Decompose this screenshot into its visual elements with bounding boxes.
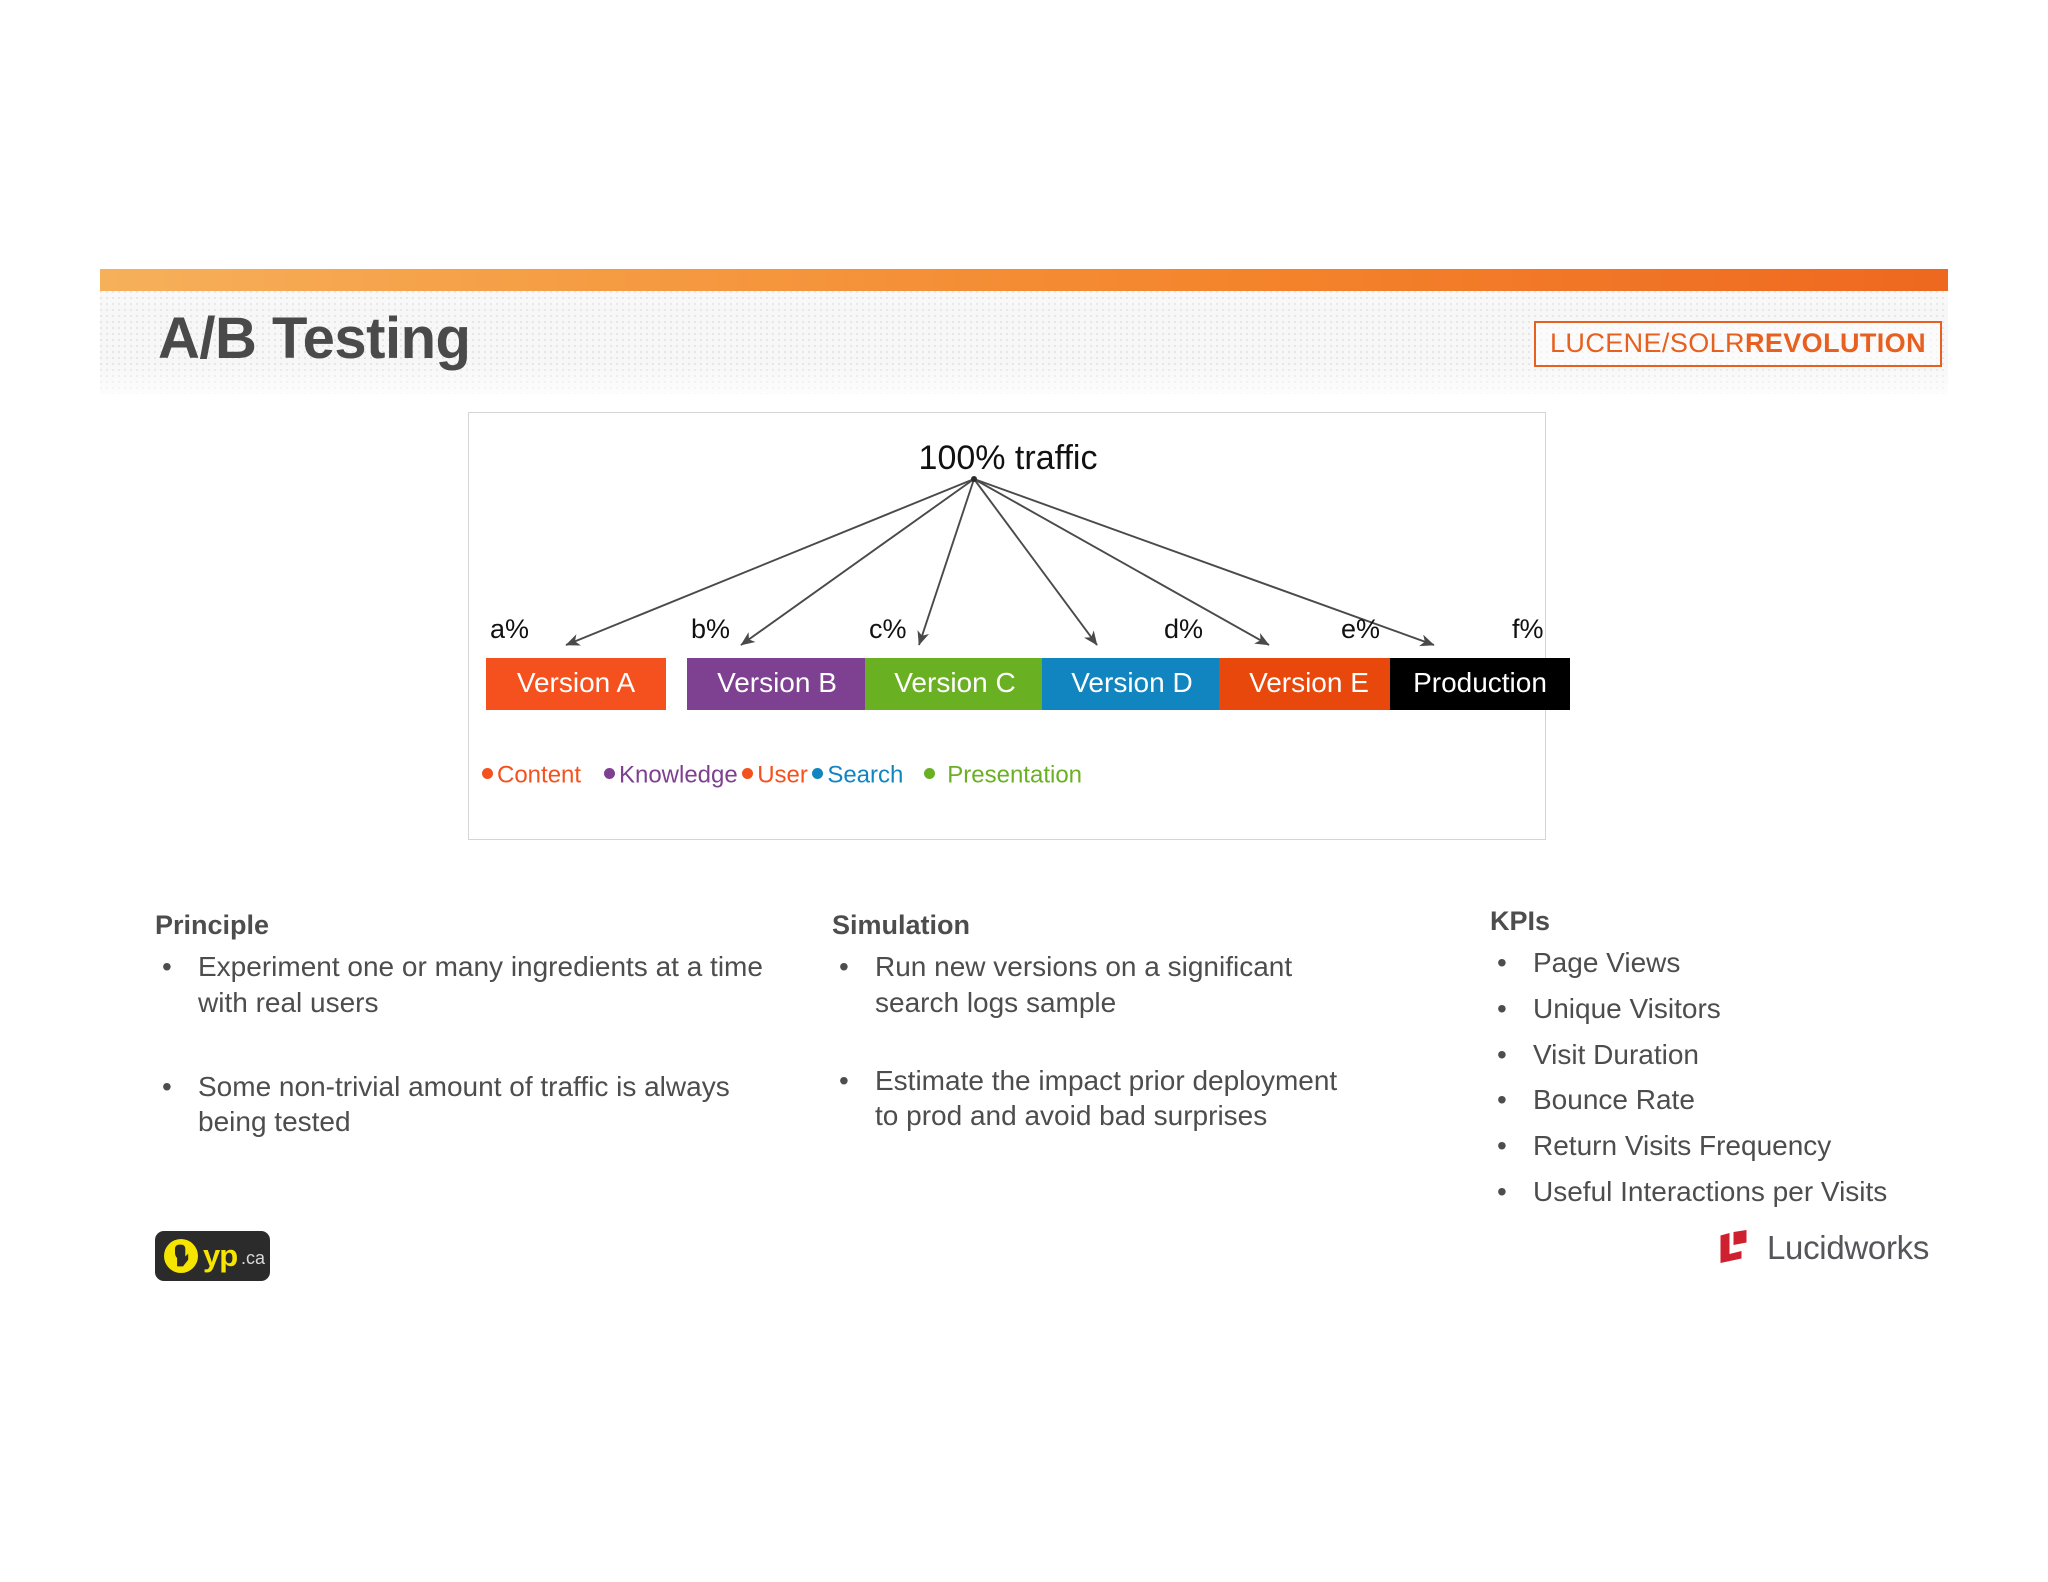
yp-walking-fingers-icon [175, 1244, 189, 1267]
legend-item-content: Content [482, 763, 581, 788]
version-box-c[interactable]: Version C [865, 658, 1045, 710]
percent-label-c: c% [869, 614, 907, 644]
version-box-d[interactable]: Version D [1042, 658, 1222, 710]
list-item: • Run new versions on a significant searc… [832, 949, 1352, 1021]
bullet-icon: • [1497, 1038, 1507, 1070]
legend-label-user: User [757, 761, 808, 789]
principle-list: • Experiment one or many ingredients at a… [155, 949, 775, 1140]
list-item: • Useful Interactions per Visits [1490, 1174, 1960, 1210]
yp-tld-text: .ca [241, 1248, 266, 1268]
list-item-text: Page Views [1533, 947, 1681, 978]
version-node-a[interactable]: a% Version A [486, 616, 666, 710]
list-item: • Estimate the impact prior deployment to… [832, 1063, 1352, 1135]
legend-label-content: Content [497, 761, 582, 789]
list-item: • Visit Duration [1490, 1037, 1960, 1073]
page-title: A/B Testing [158, 306, 471, 371]
version-box-production[interactable]: Production [1390, 658, 1570, 710]
legend-dot-user-icon [742, 768, 754, 780]
list-item-text: Useful Interactions per Visits [1533, 1176, 1888, 1208]
diagram-root-label: 100% traffic [918, 439, 1098, 477]
bullet-icon: • [1497, 1084, 1507, 1116]
column-principle: Principle • Experiment one or many ingred… [155, 912, 775, 1188]
column-heading-simulation: Simulation [832, 910, 971, 940]
legend-dot-search-icon [812, 768, 824, 780]
version-node-d[interactable]: d% Version D [1042, 616, 1222, 710]
list-item: • Page Views [1490, 945, 1960, 981]
list-item: • Some non-trivial amount of traffic is a… [155, 1069, 775, 1141]
legend-item-presentation: Presentation [924, 763, 1082, 788]
bullet-icon: • [839, 1064, 849, 1096]
yp-wordmark: yp [203, 1238, 238, 1273]
list-item-text: Estimate the impact prior deployment to … [875, 1064, 1338, 1132]
column-heading-principle: Principle [155, 910, 270, 940]
logo-text-light: LUCENE/SOLR [1550, 328, 1745, 358]
list-item: • Return Visits Frequency [1490, 1128, 1960, 1164]
ab-testing-diagram: 100% traffic a% Version A [468, 412, 1570, 840]
version-node-e[interactable]: e% Version E [1219, 616, 1399, 710]
legend-label-knowledge: Knowledge [618, 761, 738, 789]
list-item-text: Some non-trivial amount of traffic is al… [198, 1070, 730, 1138]
simulation-list: • Run new versions on a significant searc… [832, 949, 1352, 1134]
bullet-icon: • [1497, 1130, 1507, 1162]
legend-dot-knowledge-icon [603, 768, 615, 780]
lucidworks-mark-icon [1720, 1230, 1747, 1263]
legend-item-user: User [742, 763, 808, 788]
legend-dot-content-icon [482, 768, 493, 780]
list-item-text: Unique Visitors [1533, 992, 1721, 1024]
bullet-icon: • [1497, 1176, 1507, 1208]
header-accent-bar [100, 269, 1948, 291]
percent-label-f: f% [1512, 614, 1544, 644]
legend-label-search: Search [827, 761, 904, 789]
bullet-icon: • [1497, 947, 1507, 978]
legend-item-search: Search [812, 763, 903, 788]
column-kpis: KPIs • Page Views • Unique Visitors • Visit… [1490, 908, 1960, 1220]
bullet-icon: • [162, 951, 172, 982]
version-boxes-row: a% Version A b% Version B c% Version C d… [482, 608, 1570, 728]
list-item: • Experiment one or many ingredients at a… [155, 949, 775, 1021]
legend-dot-presentation-icon [924, 768, 936, 780]
yp-ca-logo: yp .ca [155, 1231, 270, 1281]
percent-label-d: d% [1164, 614, 1204, 644]
version-node-c[interactable]: c% Version C [865, 616, 1045, 710]
list-item-text: Run new versions on a significant search… [875, 951, 1293, 1018]
list-item-text: Experiment one or many ingredients at a … [198, 951, 763, 1018]
kpis-list: • Page Views • Unique Visitors • Visit Dura… [1490, 945, 1960, 1210]
version-node-production[interactable]: f% Production [1390, 616, 1570, 710]
percent-label-e: e% [1341, 614, 1381, 644]
bullet-icon: • [162, 1070, 172, 1102]
legend-item-knowledge: Knowledge [603, 761, 738, 789]
list-item: • Unique Visitors [1490, 991, 1960, 1027]
percent-label-a: a% [490, 614, 530, 644]
column-heading-kpis: KPIs [1490, 906, 1551, 936]
lucidworks-logo: Lucidworks [1719, 1225, 1949, 1273]
version-box-e[interactable]: Version E [1219, 658, 1399, 710]
legend-label-presentation: Presentation [947, 761, 1083, 789]
list-item-text: Bounce Rate [1533, 1084, 1695, 1116]
version-box-a[interactable]: Version A [486, 658, 666, 710]
list-item-text: Return Visits Frequency [1533, 1130, 1832, 1162]
logo-text-bold: REVOLUTION [1744, 328, 1926, 358]
bullet-icon: • [839, 951, 849, 982]
lucidworks-wordmark: Lucidworks [1767, 1229, 1930, 1266]
list-item: • Bounce Rate [1490, 1082, 1960, 1118]
column-simulation: Simulation • Run new versions on a signif… [832, 912, 1352, 1176]
diagram-arrows [565, 476, 1435, 647]
list-item-text: Visit Duration [1533, 1038, 1700, 1070]
version-node-b[interactable]: b% Version B [687, 616, 867, 710]
lucene-solr-revolution-logo: LUCENE/SOLRREVOLUTION [1534, 321, 1942, 367]
diagram-legend: Content Knowledge User Search Presentati… [482, 763, 1534, 788]
version-box-b[interactable]: Version B [687, 658, 867, 710]
percent-label-b: b% [691, 614, 731, 644]
bullet-icon: • [1497, 992, 1507, 1024]
